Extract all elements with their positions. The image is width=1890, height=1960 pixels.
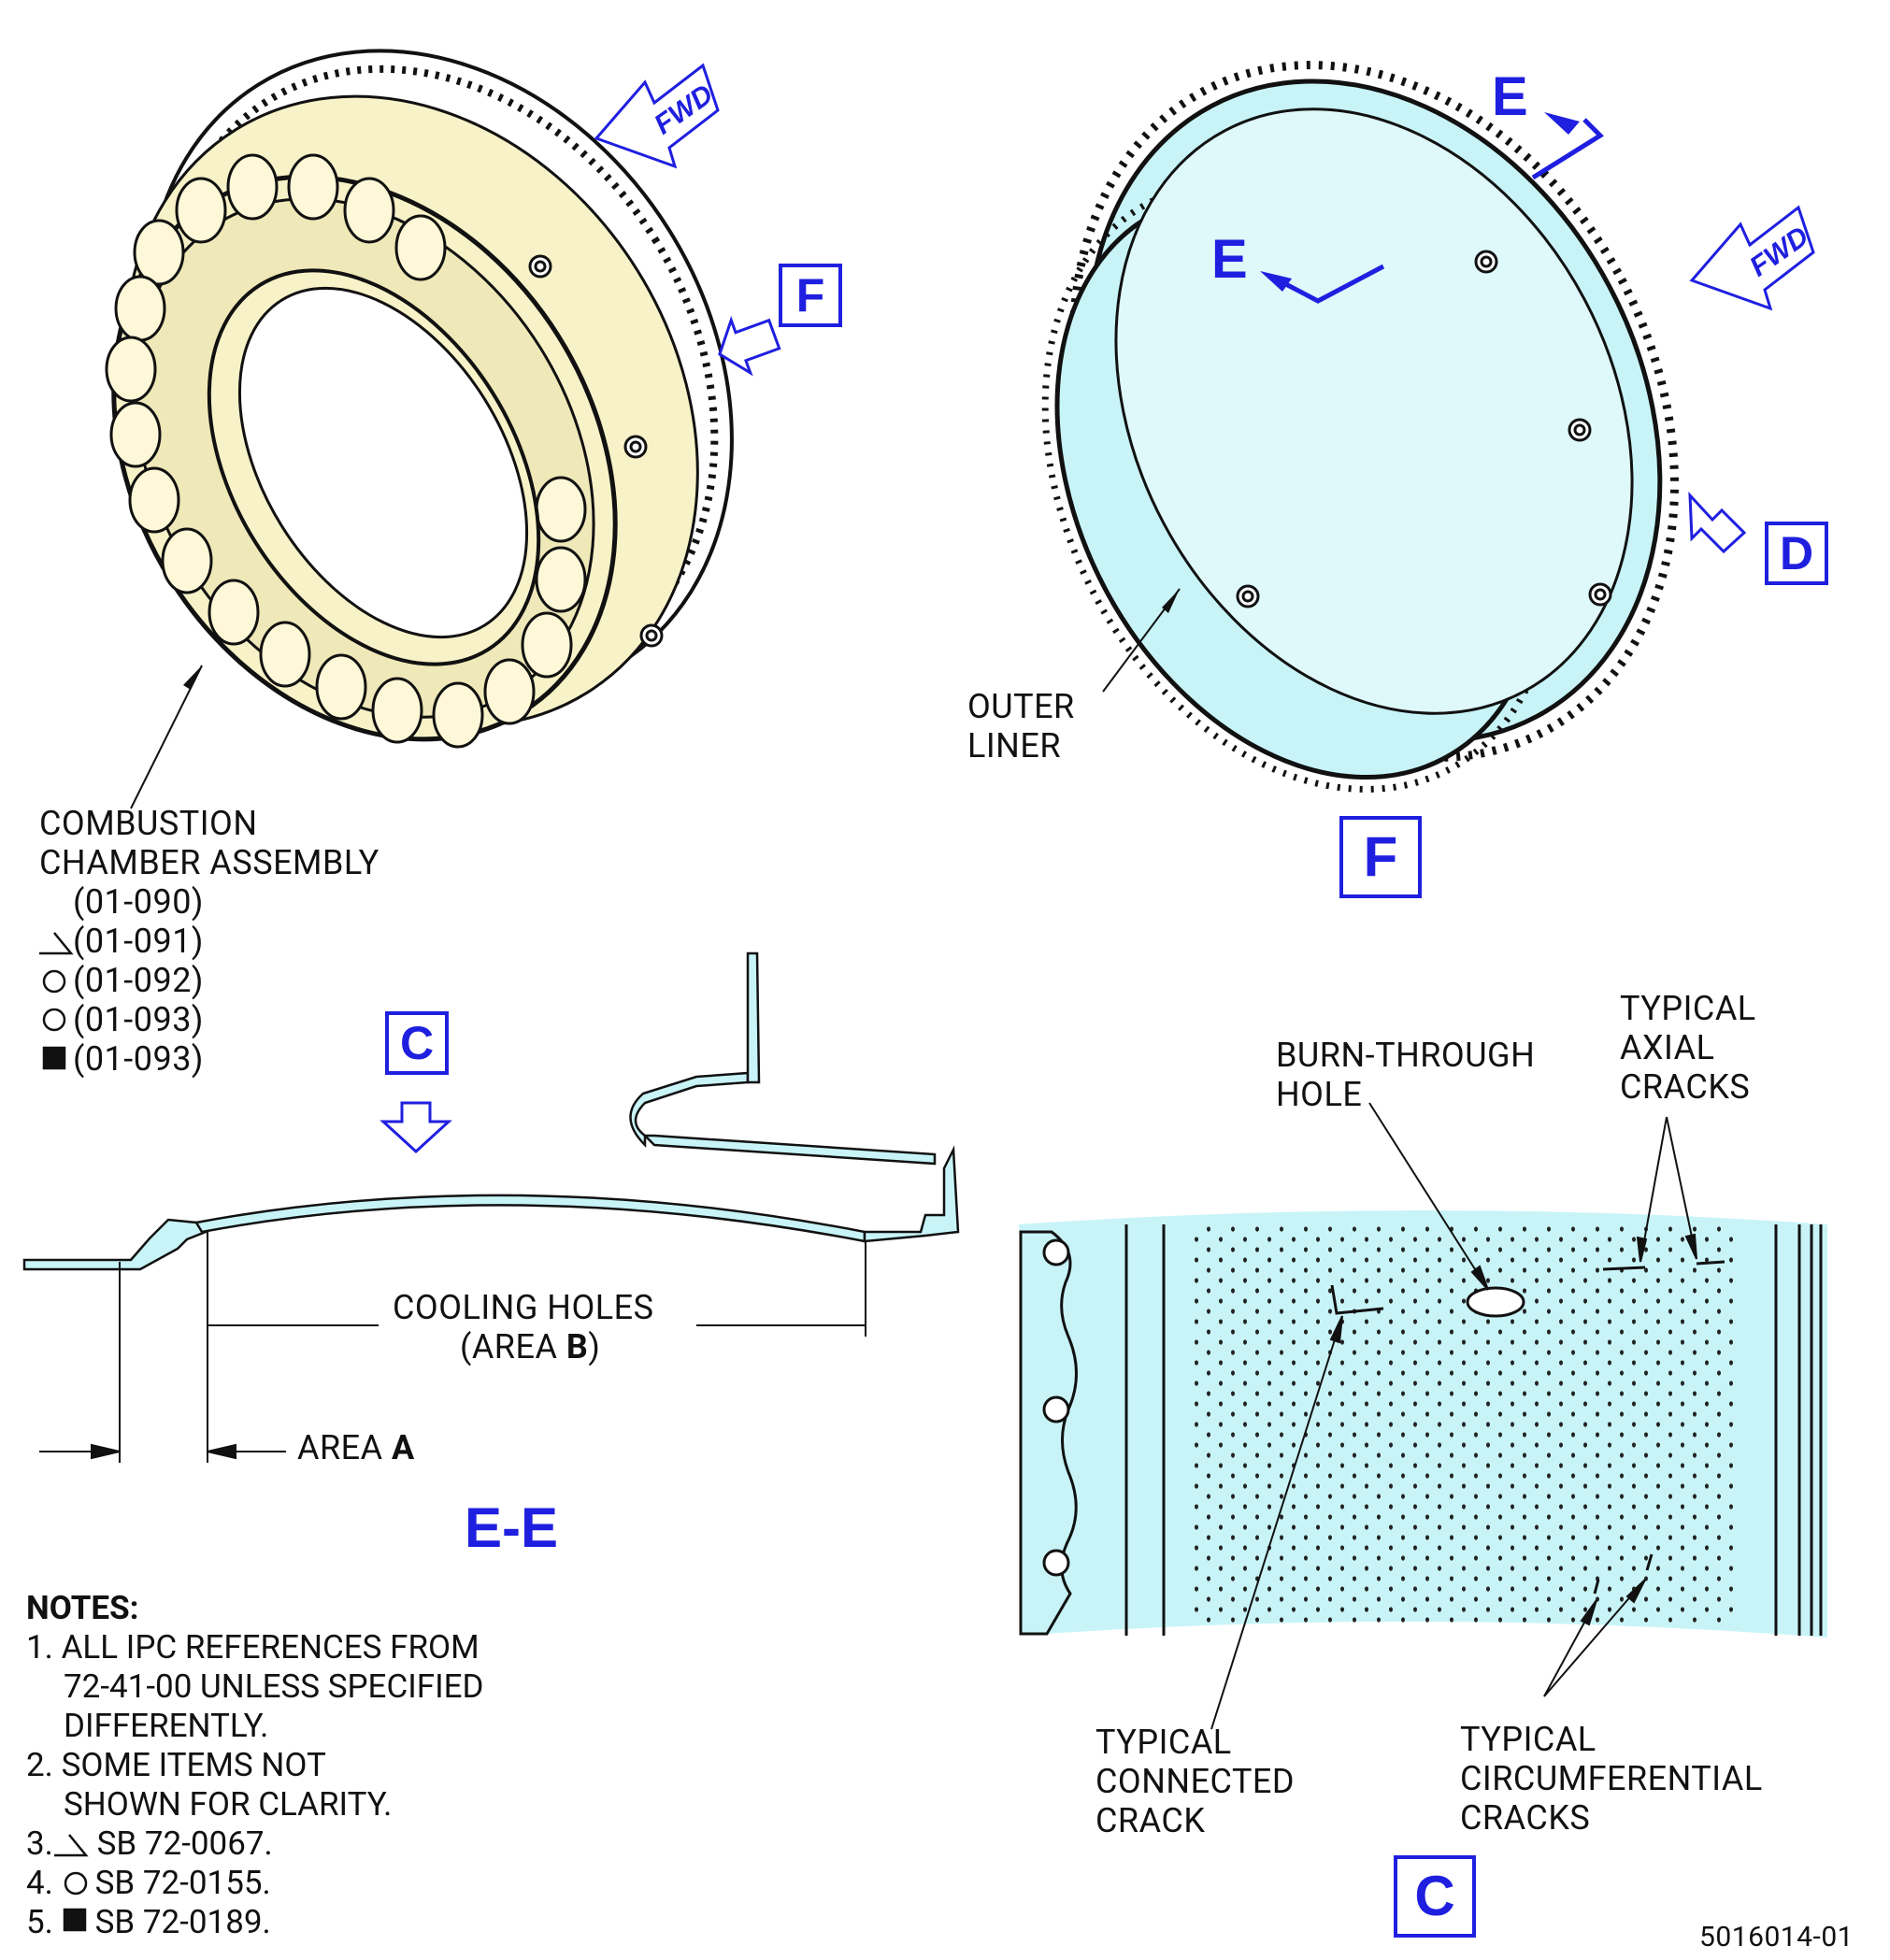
view-marker-c-top: C bbox=[385, 1011, 449, 1075]
ipc-ref-1: (01-090) bbox=[73, 882, 204, 922]
note-5: 5. SB 72-0189. bbox=[26, 1903, 271, 1941]
connected-label-2: CONNECTED bbox=[1095, 1762, 1296, 1801]
cooling-holes-label: COOLING HOLES bbox=[393, 1288, 654, 1327]
note-1-line-3: DIFFERENTLY. bbox=[64, 1707, 269, 1745]
view-c-liner-panel bbox=[1019, 1102, 1827, 1730]
note-4: 4. SB 72-0155. bbox=[26, 1864, 271, 1902]
circumferential-label-3: CRACKS bbox=[1460, 1798, 1591, 1838]
fwd-arrow-left bbox=[594, 63, 720, 169]
section-label-e-e: E-E bbox=[465, 1496, 559, 1559]
fwd-arrow-right bbox=[1689, 205, 1815, 311]
burn-through-label-1: BURN-THROUGH bbox=[1276, 1036, 1536, 1075]
axial-label-3: CRACKS bbox=[1620, 1067, 1751, 1107]
section-marker-e-left: E bbox=[1211, 229, 1248, 290]
circumferential-label-2: CIRCUMFERENTIAL bbox=[1460, 1759, 1763, 1798]
view-marker-f-top: F bbox=[779, 264, 842, 327]
circumferential-label-1: TYPICAL bbox=[1460, 1720, 1596, 1759]
view-marker-d: D bbox=[1765, 522, 1828, 585]
outer-liner bbox=[1041, 61, 1679, 793]
cooling-area-label: (AREA B) bbox=[460, 1327, 601, 1366]
view-c-arrow bbox=[379, 1101, 452, 1154]
ipc-ref-2: (01-091) bbox=[73, 922, 204, 961]
section-marker-e-upper: E bbox=[1492, 66, 1528, 127]
section-e-arrow-left bbox=[1277, 264, 1385, 304]
area-a-label: AREA A bbox=[297, 1428, 415, 1467]
notes-title: NOTES: bbox=[26, 1589, 139, 1627]
ipc-ref-3: (01-092) bbox=[73, 961, 204, 1000]
drawing-number: 5016014-01 bbox=[1699, 1921, 1854, 1953]
ipc-ref-4: (01-093) bbox=[73, 1000, 204, 1039]
axial-label-2: AXIAL bbox=[1620, 1028, 1715, 1067]
note-2-line-1: 2. SOME ITEMS NOT bbox=[26, 1746, 326, 1784]
note-2-line-2: SHOWN FOR CLARITY. bbox=[64, 1785, 393, 1824]
view-f-arrow bbox=[718, 316, 781, 377]
connected-label-1: TYPICAL bbox=[1095, 1723, 1232, 1762]
section-dimensions bbox=[39, 1232, 866, 1463]
view-marker-f-bottom: F bbox=[1339, 816, 1422, 898]
combustion-label-2: CHAMBER ASSEMBLY bbox=[39, 843, 379, 882]
outer-liner-label-1: OUTER bbox=[967, 687, 1075, 726]
connected-label-3: CRACK bbox=[1095, 1801, 1206, 1840]
view-marker-c-bottom: C bbox=[1394, 1855, 1476, 1938]
view-d-arrow bbox=[1688, 491, 1747, 554]
ipc-symbols bbox=[39, 932, 89, 1932]
note-3: 3. SB 72-0067. bbox=[26, 1824, 273, 1863]
combustion-chamber-assembly bbox=[105, 49, 734, 809]
axial-label-1: TYPICAL bbox=[1620, 989, 1756, 1028]
section-e-arrow-upper bbox=[1531, 118, 1604, 180]
outer-liner-label-2: LINER bbox=[967, 726, 1062, 765]
burn-through-label-2: HOLE bbox=[1276, 1075, 1363, 1114]
ipc-ref-5: (01-093) bbox=[73, 1039, 204, 1079]
combustion-label-1: COMBUSTION bbox=[39, 804, 258, 843]
note-1-line-1: 1. ALL IPC REFERENCES FROM bbox=[26, 1628, 480, 1667]
note-1-line-2: 72-41-00 UNLESS SPECIFIED bbox=[64, 1667, 484, 1706]
